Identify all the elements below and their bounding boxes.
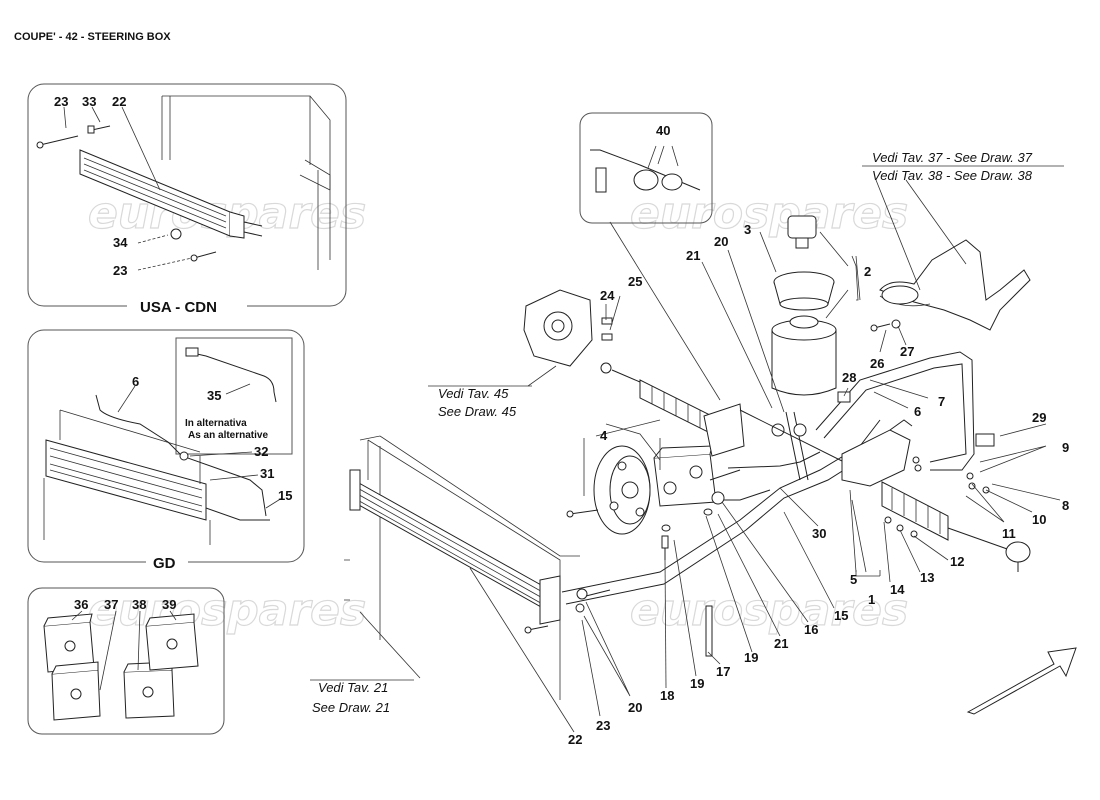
callout-30: 30 [812,526,826,541]
inset-gd: 35 In alternativa As an alternative 6 32… [27,329,305,572]
callout-22-usa: 22 [112,94,126,109]
wheel-hub [523,289,613,367]
reservoir-cap [787,215,817,239]
callout-29: 29 [1032,410,1046,425]
steering-rack [600,362,1031,572]
callout-17: 17 [716,664,730,679]
ref-draw-45-en: See Draw. 45 [438,404,517,419]
watermark-group: eurospares eurospares eurospares eurospa… [87,187,908,636]
ref-draw-45-it: Vedi Tav. 45 [438,386,509,401]
callout-4: 4 [600,428,608,443]
callout-9: 9 [1062,440,1069,455]
callout-6-gd: 6 [132,374,139,389]
tie-rod-end [1005,541,1031,563]
inset-usa-cdn: 23 33 22 34 23 USA - CDN [27,83,347,316]
front-direction-arrow-icon [966,647,1077,715]
callout-6: 6 [914,404,921,419]
callout-34: 34 [113,235,128,250]
ref-draw-38: Vedi Tav. 38 - See Draw. 38 [872,168,1033,183]
callout-23: 23 [596,718,610,733]
inset-pump-detail-frame [579,112,713,224]
callout-39: 39 [162,597,176,612]
ref-draw-37: Vedi Tav. 37 - See Draw. 37 [872,150,1033,165]
callout-19-b: 19 [744,650,758,665]
kit-bag-39 [145,613,199,671]
callout-20-b: 20 [714,234,728,249]
watermark-2: eurospares [630,188,908,239]
callout-32: 32 [254,444,268,459]
callout-5: 5 [850,572,857,587]
rack-boot-right [881,481,949,541]
kit-bag-38 [123,661,175,719]
nut-34 [170,228,182,240]
callout-28: 28 [842,370,856,385]
power-steering-pump [653,453,717,507]
callout-14: 14 [890,582,905,597]
callout-15-gd: 15 [278,488,292,503]
callout-37: 37 [104,597,118,612]
watermark-4: eurospares [630,585,908,636]
alternative-label-it: In alternativa [185,418,247,429]
hydraulic-pipes [561,351,975,605]
callout-25: 25 [628,274,642,289]
page-title: COUPE' - 42 - STEERING BOX [14,31,171,43]
callout-40: 40 [656,123,670,138]
callout-3: 3 [744,222,751,237]
callout-1: 1 [868,592,875,607]
inset-caption-usa-cdn: USA - CDN [140,299,217,316]
callout-33: 33 [82,94,96,109]
kit-bag-37 [51,661,101,721]
ref-draw-21-it: Vedi Tav. 21 [318,680,388,695]
callout-18: 18 [660,688,674,703]
alternative-detail-box [175,337,293,455]
main-oil-cooler [344,435,588,700]
callout-24: 24 [600,288,615,303]
callout-labels: 1 2 3 4 5 6 7 8 9 10 11 12 13 14 15 16 1… [568,222,1069,747]
inset-pump-detail: 40 [579,112,721,401]
callout-7: 7 [938,394,945,409]
callout-38: 38 [132,597,146,612]
callout-22: 22 [568,732,582,747]
callout-19-a: 19 [690,676,704,691]
watermark-3: eurospares [88,585,366,636]
leader-lines [310,165,1064,733]
callout-27: 27 [900,344,914,359]
callout-21-b: 21 [686,248,700,263]
callout-11: 11 [1002,526,1016,541]
inset-kits: 36 37 38 39 [27,587,225,735]
callout-35: 35 [207,388,221,403]
alternative-label-en: As an alternative [188,430,268,441]
callout-20-a: 20 [628,700,642,715]
kit-bag-36 [43,613,95,673]
fluid-reservoir [771,215,837,437]
callout-31: 31 [260,466,274,481]
callout-26: 26 [870,356,884,371]
callout-16: 16 [804,622,818,637]
callout-12: 12 [950,554,964,569]
ref-draw-21-en: See Draw. 21 [312,700,390,715]
mounting-bracket [837,239,1031,447]
inset-caption-gd: GD [153,555,176,572]
inset-kits-frame [27,587,225,735]
steering-valve-body [841,429,911,487]
pump-assembly [566,445,741,657]
callout-21-a: 21 [774,636,788,651]
callout-23-usa: 23 [54,94,68,109]
callout-15: 15 [834,608,848,623]
callout-23-usa-b: 23 [113,263,127,278]
callout-2: 2 [864,264,871,279]
callout-8: 8 [1062,498,1069,513]
callout-13: 13 [920,570,934,585]
oil-cooler-gd [45,439,207,521]
callout-10: 10 [1032,512,1046,527]
callout-36: 36 [74,597,88,612]
reservoir-body [771,329,837,396]
